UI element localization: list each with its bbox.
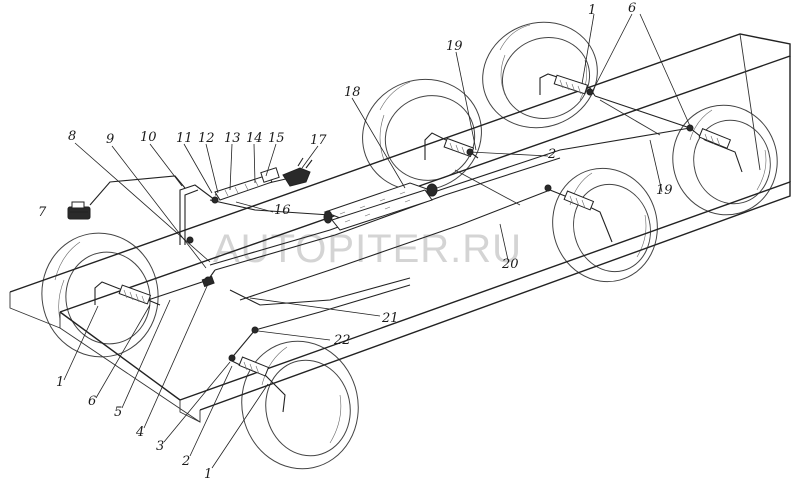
callout-7: 7: [38, 205, 47, 220]
brake-light-switch: [67, 201, 91, 220]
callout-14: 14: [246, 131, 263, 146]
brake-cylinder-front-right: [238, 356, 270, 377]
callout-2-bottom: 2: [181, 454, 190, 469]
callout-16: 16: [274, 203, 291, 218]
callout-labels: 1 6 19 18 8 9 10 11 12 13 14 15 17 16 2 …: [38, 1, 673, 482]
callout-1-top: 1: [588, 3, 596, 18]
leader-lines: [63, 13, 691, 469]
callout-10: 10: [140, 130, 157, 145]
junction-block: [201, 275, 215, 288]
chassis-frame: [9, 33, 791, 423]
callout-3: 3: [156, 439, 164, 454]
callout-1-bottom: 1: [204, 467, 212, 482]
brake-cylinder-front-left: [118, 284, 152, 305]
callout-6-left: 6: [88, 394, 96, 409]
callout-21: 21: [381, 311, 399, 326]
rear-right-wheel-far: [482, 21, 598, 129]
callout-13: 13: [224, 131, 241, 146]
callout-20: 20: [501, 257, 519, 272]
rear-left-wheel-far: [672, 104, 778, 216]
callout-11: 11: [176, 131, 193, 146]
front-left-wheel: [41, 232, 159, 358]
callout-8: 8: [68, 129, 76, 144]
watermark: AUTOPITER.RU: [213, 227, 522, 271]
callout-15: 15: [268, 131, 285, 146]
rear-left-wheel-near: [552, 167, 658, 283]
tee-fittings: [186, 88, 694, 362]
callout-19-right: 19: [656, 183, 673, 198]
callout-6-top: 6: [628, 1, 636, 16]
master-cylinder: [214, 167, 280, 201]
callout-4: 4: [135, 425, 144, 440]
brake-cylinder-rear-far: [553, 74, 589, 95]
callout-1-left: 1: [56, 375, 64, 390]
callout-12: 12: [198, 131, 215, 146]
brake-cylinder-rear-left-near: [563, 190, 595, 211]
callout-2-mid: 2: [547, 147, 556, 162]
callout-17: 17: [310, 133, 327, 148]
hydraulic-booster: [323, 182, 438, 231]
callout-22: 22: [333, 333, 351, 348]
callout-18: 18: [344, 85, 361, 100]
brake-cylinder-rear-left-far: [698, 128, 732, 149]
callout-19-top: 19: [446, 39, 463, 54]
callout-5: 5: [114, 405, 122, 420]
callout-9: 9: [106, 132, 114, 147]
brake-pedal-bracket: [282, 157, 313, 187]
front-right-wheel: [241, 340, 359, 470]
